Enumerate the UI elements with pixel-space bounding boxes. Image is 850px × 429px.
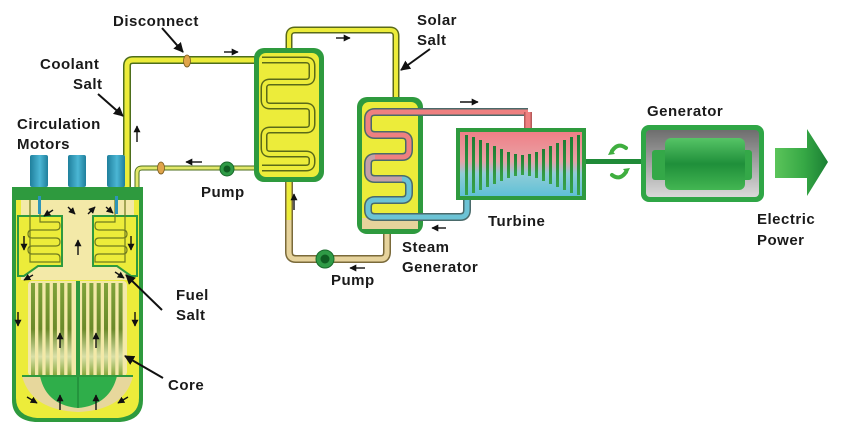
fuel-salt-label-line1: Fuel — [176, 287, 209, 304]
circulation-motors-label-line2: Motors — [17, 136, 70, 153]
turbine-blade — [577, 135, 580, 195]
turbine-blade — [472, 137, 475, 193]
steam-generator-label-line2: Generator — [402, 259, 478, 276]
fuel-channel — [104, 283, 108, 375]
fuel-channel — [96, 283, 101, 375]
electric-power-label-line1: Electric — [757, 211, 815, 228]
generator — [641, 125, 764, 202]
solar-salt-label-line2: Salt — [417, 32, 447, 49]
turbine-blade — [556, 143, 559, 187]
turbine-blade — [563, 140, 566, 190]
fuel-salt-label-line2: Salt — [176, 307, 206, 324]
turbine-blade — [479, 140, 482, 190]
coolant-salt-label-line1: Coolant — [40, 56, 99, 73]
electric-power-label-line2: Power — [757, 232, 805, 249]
flow-arrows — [14, 34, 479, 410]
solar-salt-loop — [285, 26, 400, 269]
primary-pump-label: Pump — [201, 184, 245, 201]
turbine-blade — [493, 146, 496, 184]
fuel-channel — [89, 283, 94, 375]
leader-lines — [97, 27, 431, 379]
coolant-salt-loop — [123, 54, 262, 190]
fuel-channel — [118, 283, 123, 375]
turbine — [456, 128, 586, 200]
intermediate-heat-exchanger — [254, 48, 324, 182]
disconnect-label: Disconnect — [113, 13, 199, 30]
fuel-channel — [67, 283, 72, 375]
turbine-blade — [486, 143, 489, 187]
fuel-channel — [111, 283, 116, 375]
solar-salt-label-line1: Solar — [417, 12, 457, 29]
generator-label: Generator — [647, 103, 723, 120]
turbine-blade — [528, 154, 531, 176]
turbine-blade — [535, 152, 538, 178]
turbine-blade — [549, 146, 552, 184]
coolant-salt-label-line2: Salt — [73, 76, 103, 93]
fuel-channel — [31, 283, 35, 375]
turbine-label: Turbine — [488, 213, 545, 230]
core-fuel-channels — [31, 283, 123, 375]
turbine-blade — [500, 149, 503, 181]
circulation-motors — [30, 155, 125, 187]
turbine-blade — [507, 152, 510, 178]
turbine-blade — [570, 137, 573, 193]
reactor-vessel — [12, 155, 143, 422]
circulation-motors-label-line1: Circulation — [17, 116, 101, 133]
steam-generator — [357, 97, 532, 234]
secondary-pump — [315, 249, 335, 269]
fuel-channel — [38, 283, 43, 375]
turbine-blade — [542, 149, 545, 181]
fuel-channel — [60, 283, 65, 375]
disconnect-valve-upper — [183, 54, 191, 68]
primary-pump — [219, 161, 235, 177]
secondary-pump-label: Pump — [331, 272, 375, 289]
turbine-blade — [514, 154, 517, 176]
turbine-generator-shaft — [586, 143, 644, 180]
core-label: Core — [168, 377, 204, 394]
steam-generator-label-line1: Steam — [402, 239, 450, 256]
turbine-blade — [521, 155, 524, 175]
electric-power-arrow — [775, 129, 828, 196]
fuel-channel — [45, 283, 50, 375]
fuel-channel — [52, 283, 57, 375]
disconnect-valve-lower — [157, 161, 165, 175]
turbine-blades — [465, 135, 580, 195]
fuel-channel — [82, 283, 87, 375]
turbine-blade — [465, 135, 468, 195]
